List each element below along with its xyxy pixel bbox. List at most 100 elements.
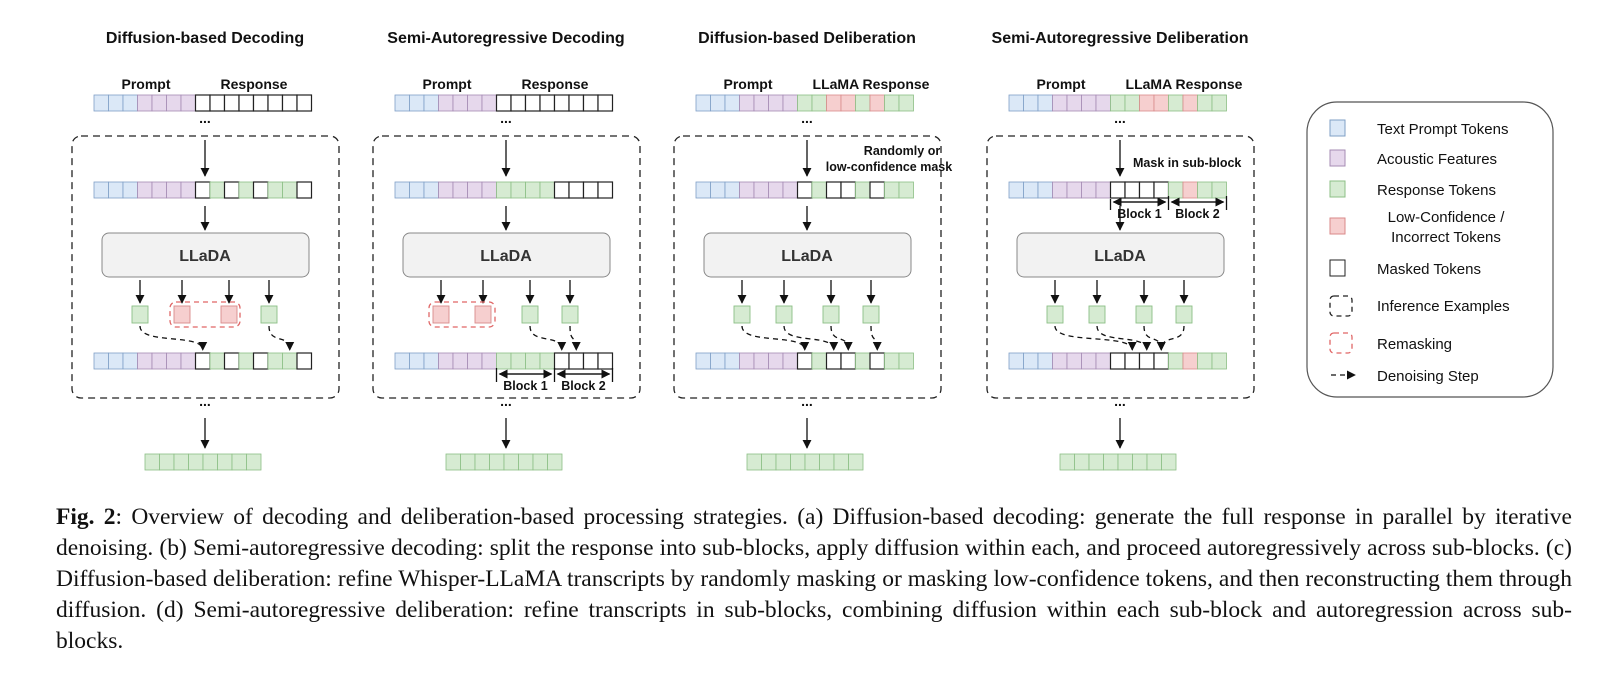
legend-swatch — [1329, 119, 1346, 137]
token-cell — [252, 94, 269, 112]
token-cell — [855, 94, 871, 112]
token-cell — [796, 181, 813, 199]
token-cell — [597, 352, 614, 370]
token-cell — [746, 453, 762, 471]
token-cell — [782, 94, 798, 112]
token-cell — [481, 181, 497, 199]
panel-title: Diffusion-based Deliberation — [698, 30, 916, 47]
token-cell — [481, 94, 497, 112]
ellipsis: ... — [199, 393, 211, 409]
token-cell — [768, 352, 784, 370]
token-cell — [159, 453, 175, 471]
token-cell — [1211, 181, 1227, 199]
token-cell — [753, 352, 769, 370]
ellipsis: ... — [801, 110, 813, 126]
input-token-row — [695, 94, 914, 112]
low-confidence-token — [220, 305, 238, 324]
token-cell — [137, 352, 153, 370]
token-cell — [438, 94, 454, 112]
predicted-token — [260, 305, 278, 324]
predicted-token — [1135, 305, 1153, 324]
legend-label: Response Tokens — [1377, 182, 1496, 199]
figure-caption: Fig. 2: Overview of decoding and deliber… — [56, 502, 1572, 657]
output-token-row — [394, 352, 614, 370]
token-cell — [108, 181, 124, 199]
legend-swatch — [1329, 217, 1346, 235]
token-cell — [460, 453, 476, 471]
llada-model-box — [703, 232, 912, 278]
token-cell — [1182, 181, 1198, 199]
denoising-step-arrow — [1096, 325, 1152, 351]
token-cell — [1110, 94, 1126, 112]
prompt-label: Prompt — [423, 76, 472, 92]
token-cell — [1023, 352, 1039, 370]
token-cell — [1095, 94, 1111, 112]
token-cell — [267, 94, 284, 112]
token-cell — [1168, 94, 1184, 112]
token-cell — [489, 453, 505, 471]
token-cell — [166, 352, 182, 370]
llada-model-box — [101, 232, 310, 278]
final-response-row — [1059, 453, 1177, 471]
token-cell — [194, 94, 211, 112]
caption-label: Fig. 2 — [56, 504, 116, 530]
token-cell — [848, 453, 864, 471]
ellipsis: ... — [199, 110, 211, 126]
token-cell — [296, 94, 313, 112]
legend-remask-swatch — [1329, 332, 1353, 354]
token-cell — [739, 181, 755, 199]
denoising-step-arrow — [783, 325, 839, 351]
token-cell — [825, 181, 842, 199]
prompt-label: Prompt — [122, 76, 171, 92]
token-cell — [1095, 181, 1111, 199]
token-cell — [180, 352, 196, 370]
token-cell — [282, 352, 298, 370]
prompt-label: Prompt — [724, 76, 773, 92]
token-cell — [1138, 352, 1155, 370]
token-cell — [710, 181, 726, 199]
final-response-row — [144, 453, 262, 471]
low-confidence-token — [474, 305, 492, 324]
token-cell — [739, 94, 755, 112]
token-cell — [518, 453, 534, 471]
token-cell — [1037, 94, 1053, 112]
legend-swatch — [1329, 259, 1346, 277]
token-cell — [884, 352, 900, 370]
remasking-box — [169, 301, 241, 328]
token-cell — [510, 181, 526, 199]
denoising-step-arrow — [268, 325, 295, 351]
token-cell — [568, 181, 585, 199]
token-cell — [804, 453, 820, 471]
masked-token-row — [695, 181, 914, 199]
remasking-box — [428, 301, 496, 328]
ellipsis: ... — [1114, 110, 1126, 126]
token-cell — [811, 352, 827, 370]
token-cell — [409, 181, 425, 199]
token-cell — [855, 181, 871, 199]
legend-label: Denoising Step — [1377, 368, 1479, 385]
token-cell — [898, 181, 914, 199]
token-cell — [108, 352, 124, 370]
token-cell — [409, 94, 425, 112]
token-cell — [1074, 453, 1090, 471]
low-confidence-token — [173, 305, 191, 324]
token-cell — [568, 94, 585, 112]
token-cell — [151, 94, 167, 112]
llada-label: LLaDA — [781, 248, 833, 265]
llada-label: LLaDA — [1094, 248, 1146, 265]
token-cell — [223, 352, 240, 370]
token-cell — [93, 94, 109, 112]
token-cell — [217, 453, 233, 471]
token-cell — [1023, 94, 1039, 112]
predicted-token — [862, 305, 880, 324]
token-cell — [137, 94, 153, 112]
token-cell — [231, 453, 247, 471]
token-cell — [695, 94, 711, 112]
response-label: Response — [221, 76, 288, 92]
token-cell — [547, 453, 563, 471]
panel-title: Semi-Autoregressive Deliberation — [992, 30, 1249, 47]
token-cell — [438, 181, 454, 199]
token-cell — [394, 94, 410, 112]
token-cell — [496, 181, 512, 199]
